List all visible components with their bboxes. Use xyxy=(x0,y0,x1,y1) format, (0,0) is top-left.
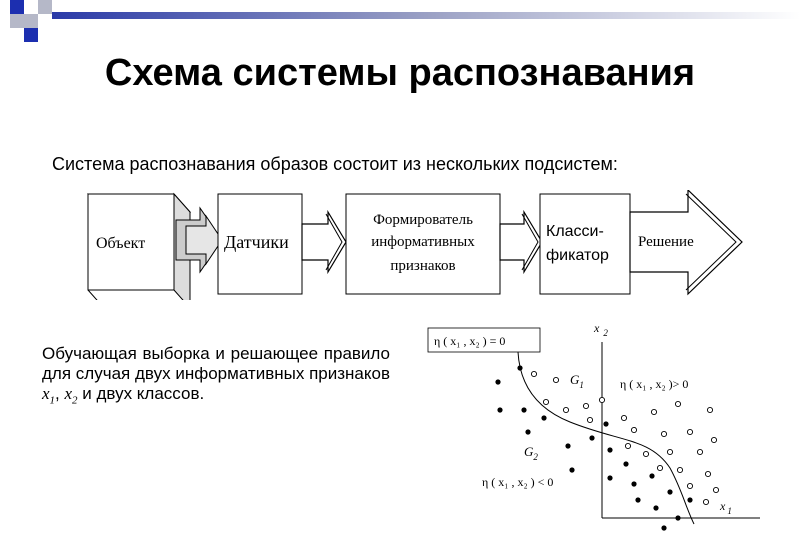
former-label-line2: информативных xyxy=(371,234,475,250)
description-paragraph: Обучающая выборка и решающее правило для… xyxy=(42,344,390,410)
feature-x1: x1 xyxy=(42,384,56,407)
class1-label: G1 xyxy=(570,372,584,390)
former-label-line1: Формирователь xyxy=(373,212,473,228)
point-filled xyxy=(565,443,571,449)
class2-points xyxy=(495,365,693,531)
point-filled xyxy=(623,461,629,467)
deco-square xyxy=(10,14,24,28)
negative-region-label: η ( x₁ , x₂ ) < 0 xyxy=(482,475,553,489)
deco-bar xyxy=(52,12,800,19)
point-filled xyxy=(661,525,667,531)
point-hollow xyxy=(704,470,712,478)
point-hollow xyxy=(676,466,684,474)
point-hollow xyxy=(586,416,594,424)
former-box xyxy=(345,193,501,295)
class2-label: G2 xyxy=(524,444,538,462)
point-hollow xyxy=(598,396,606,404)
page-title: Схема системы распознавания xyxy=(104,52,696,94)
classifier-label-line1: Класси- xyxy=(546,223,604,240)
object-label: Объект xyxy=(96,235,145,252)
point-filled xyxy=(525,429,531,435)
deco-square xyxy=(38,0,52,14)
point-hollow xyxy=(530,370,538,378)
point-hollow xyxy=(686,428,694,436)
point-hollow xyxy=(650,408,658,416)
class1-points xyxy=(530,370,720,506)
classifier-label-line2: фикатор xyxy=(546,247,609,264)
arrow-former-classifier xyxy=(499,209,543,275)
former-label-line3: признаков xyxy=(390,258,455,274)
point-filled xyxy=(653,505,659,511)
point-filled xyxy=(667,489,673,495)
point-hollow xyxy=(674,400,682,408)
point-hollow xyxy=(696,448,704,456)
point-hollow xyxy=(582,402,590,410)
point-hollow xyxy=(660,430,668,438)
deco-square xyxy=(24,28,38,42)
sensors-label: Датчики xyxy=(224,232,289,252)
point-filled xyxy=(517,365,523,371)
header-decoration xyxy=(10,0,800,42)
point-hollow xyxy=(630,426,638,434)
point-filled xyxy=(521,407,527,413)
point-filled xyxy=(607,447,613,453)
classifier-box xyxy=(539,193,631,295)
point-hollow xyxy=(686,482,694,490)
deco-square xyxy=(24,14,38,28)
positive-region-label: η ( x₁ , x₂ )> 0 xyxy=(620,377,688,391)
point-hollow xyxy=(656,464,664,472)
arrow-object-sensors xyxy=(175,206,223,274)
point-filled xyxy=(649,473,655,479)
boundary-label: η ( x₁ , x₂ ) = 0 xyxy=(434,334,505,348)
point-hollow xyxy=(624,442,632,450)
point-hollow xyxy=(712,486,720,494)
feature-x2: x2 xyxy=(64,384,78,407)
point-filled xyxy=(497,407,503,413)
point-hollow xyxy=(666,448,674,456)
point-hollow xyxy=(542,398,550,406)
arrow-sensors-former xyxy=(301,209,347,275)
point-hollow xyxy=(552,376,560,384)
decision-label: Решение xyxy=(638,234,694,250)
point-filled xyxy=(603,421,609,427)
point-hollow xyxy=(710,436,718,444)
point-filled xyxy=(541,415,547,421)
point-hollow xyxy=(642,450,650,458)
point-filled xyxy=(675,515,681,521)
point-hollow xyxy=(706,406,714,414)
point-filled xyxy=(569,467,575,473)
point-filled xyxy=(631,481,637,487)
feature-separator: , xyxy=(55,384,65,403)
intro-text: Система распознавания образов состоит из… xyxy=(52,154,618,174)
point-hollow xyxy=(702,498,710,506)
decision-boundary xyxy=(517,351,695,525)
pipeline-diagram: Объект Датчики Формирователь информативн… xyxy=(86,190,743,300)
decision-arrow: Решение xyxy=(629,190,743,296)
point-filled xyxy=(589,435,595,441)
deco-square xyxy=(10,0,24,14)
object-box: Объект xyxy=(86,192,192,300)
point-filled xyxy=(687,497,693,503)
description-tail: и двух классов. xyxy=(77,384,205,403)
point-hollow xyxy=(620,414,628,422)
description-text: Обучающая выборка и решающее правило для… xyxy=(42,344,390,383)
point-hollow xyxy=(562,406,570,414)
boundary-label-box xyxy=(427,327,541,353)
point-filled xyxy=(607,475,613,481)
point-filled xyxy=(495,379,501,385)
point-filled xyxy=(635,497,641,503)
